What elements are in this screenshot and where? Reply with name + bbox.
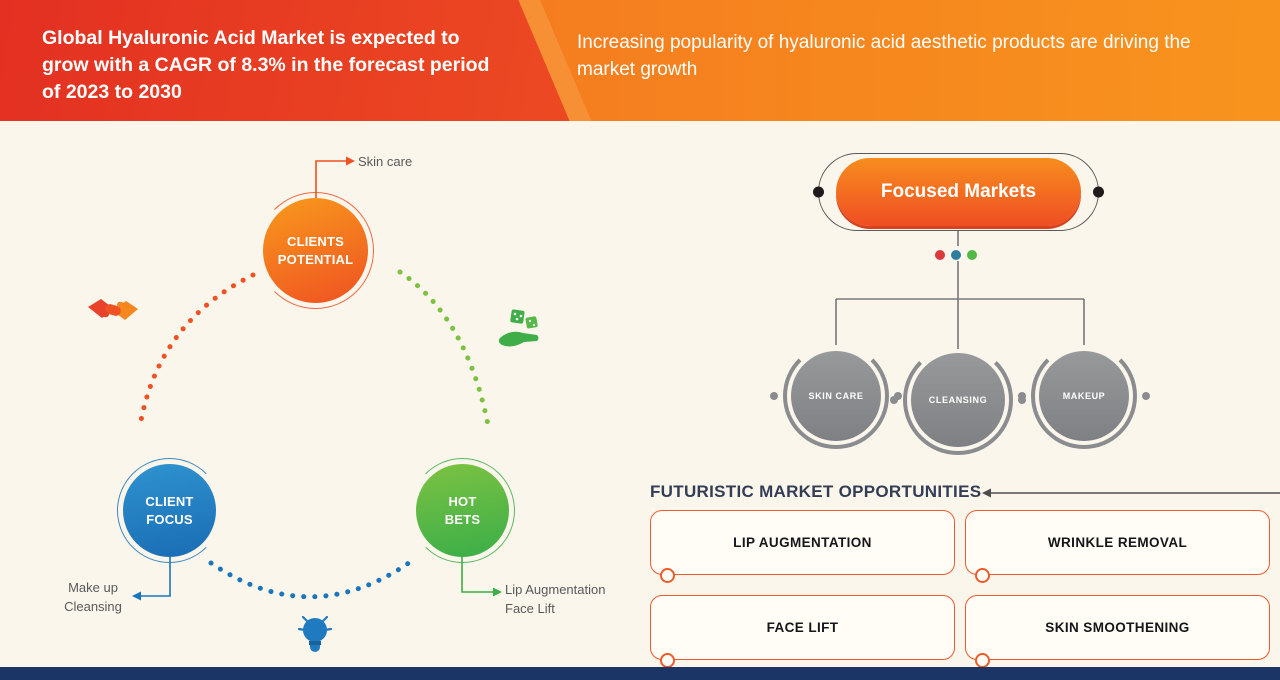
opportunities-arrowhead [982, 488, 991, 498]
client-focus-label: CLIENT FOCUS [145, 493, 194, 527]
focused-markets-outline [813, 153, 1104, 231]
opportunity-label: WRINKLE REMOVAL [1047, 535, 1188, 550]
skincare-arrowhead [346, 156, 355, 166]
opportunity-box-wrinkle-removal: WRINKLE REMOVAL [965, 510, 1270, 583]
skin-care-callout: Skin care [358, 154, 413, 169]
headline: Global Hyaluronic Acid Market is expecte… [42, 27, 490, 103]
market-circle-cleansing: CLEANSING [890, 345, 1026, 455]
opportunity-box-lip-augmentation: LIP AUGMENTATION [650, 510, 955, 583]
clients-potential-label: CLIENTS POTENTIAL [277, 233, 354, 267]
market-side-dot [1018, 392, 1026, 400]
market-side-dot [770, 392, 778, 400]
hot-bets-node: HOT BETS [410, 458, 515, 563]
opportunities-title: FUTURISTIC MARKET OPPORTUNITIES [650, 482, 982, 501]
market-side-dot [1018, 396, 1026, 404]
makeup-cleansing-callout: Make up Cleansing [64, 580, 122, 614]
market-label-skin-care: SKIN CARE [808, 391, 864, 401]
subheadline: Increasing popularity of hyaluronic acid… [577, 32, 1191, 80]
market-side-dot [1142, 392, 1150, 400]
market-circle-skin-care: SKIN CARE [770, 343, 902, 449]
makeup-arrowhead [132, 591, 141, 601]
market-circle-makeup: MAKEUP [1018, 343, 1150, 449]
bottom-bar [0, 667, 1280, 680]
market-side-dot [894, 392, 902, 400]
header-banner [0, 0, 1280, 121]
dice-hand-icon [498, 309, 539, 347]
orange-dotted-arc [137, 272, 256, 429]
outline-end-dot-right [1093, 186, 1104, 198]
legend-dot-green [967, 250, 977, 260]
corner-dot [975, 568, 990, 583]
header-left-band [0, 0, 570, 121]
handshake-icon [88, 299, 138, 320]
market-side-dot [890, 396, 898, 404]
client-focus-node: CLIENT FOCUS [117, 458, 222, 563]
opportunity-label: FACE LIFT [766, 620, 839, 635]
legend-dot-red [935, 250, 945, 260]
opportunity-label: SKIN SMOOTHENING [1045, 620, 1190, 635]
corner-dot [975, 653, 990, 668]
lip-augmentation-callout: Lip Augmentation Face Lift [505, 582, 606, 616]
blue-dotted-arc [208, 557, 416, 600]
hot-bets-label: HOT BETS [444, 493, 481, 527]
market-label-makeup: MAKEUP [1062, 391, 1106, 401]
lightbulb-icon [297, 615, 333, 652]
outline-end-dot-left [813, 186, 824, 198]
opportunity-box-skin-smoothening: SKIN SMOOTHENING [965, 595, 1270, 668]
market-label-cleansing: CLEANSING [928, 395, 988, 405]
focused-markets-pill: Focused Markets [836, 158, 1081, 226]
legend-dot-teal [951, 250, 961, 260]
focused-markets-title: Focused Markets [880, 181, 1037, 202]
opportunity-label: LIP AUGMENTATION [733, 535, 872, 550]
lipaug-arrowhead [493, 587, 502, 597]
green-dotted-arc [397, 269, 492, 433]
clients-potential-node: CLIENTS POTENTIAL [257, 192, 374, 309]
opportunity-box-face-lift: FACE LIFT [650, 595, 955, 668]
corner-dot [660, 568, 675, 583]
corner-dot [660, 653, 675, 668]
